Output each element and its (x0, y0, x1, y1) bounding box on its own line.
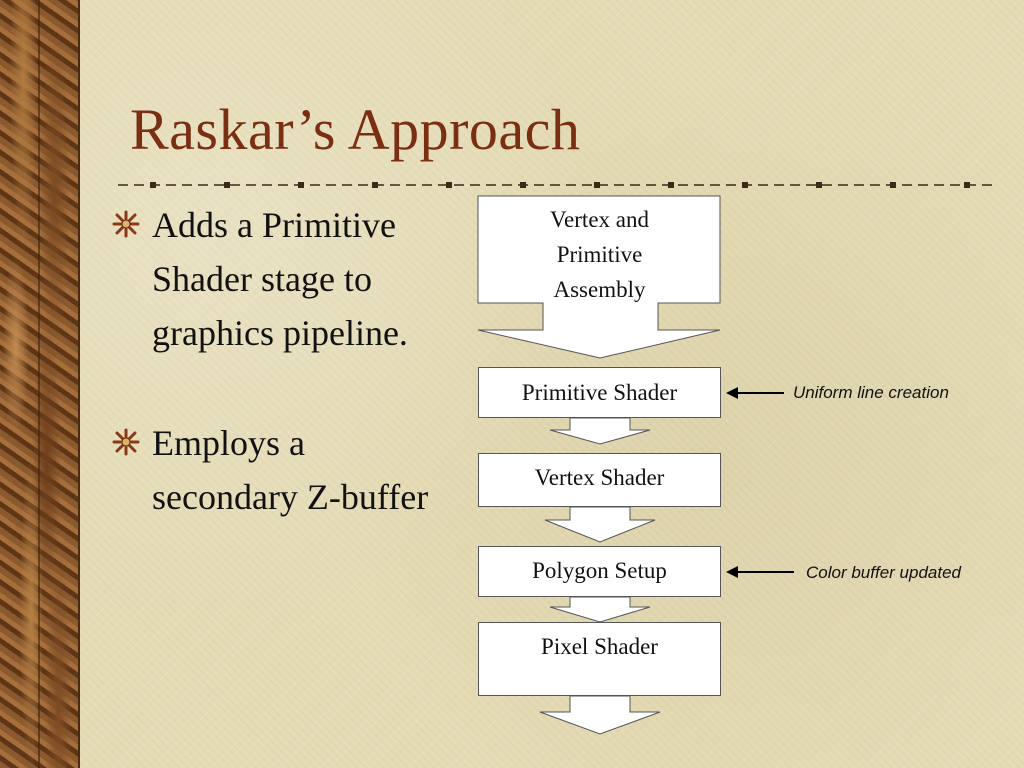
arrowhead-icon (726, 387, 738, 399)
sparkle-bullet-icon (112, 210, 140, 238)
flow-arrow (539, 695, 661, 735)
stage-vertex-shader: Vertex Shader (478, 453, 721, 507)
annotation-color-buffer-updated: Color buffer updated (806, 563, 961, 582)
slide-title: Raskar’s Approach (130, 97, 581, 162)
flow-arrow (544, 506, 656, 543)
stage-primitive-shader: Primitive Shader (478, 367, 721, 418)
stage-pixel-shader: Pixel Shader (478, 622, 721, 696)
title-divider (118, 182, 993, 188)
arrowhead-icon (726, 566, 738, 578)
sparkle-bullet-icon (112, 428, 140, 456)
annotation-uniform-line-creation: Uniform line creation (793, 383, 949, 402)
bullet-list: Adds a Primitive Shader stage to graphic… (112, 198, 452, 524)
bullet-item: Adds a Primitive Shader stage to graphic… (112, 198, 452, 360)
flow-arrow (477, 195, 721, 359)
bullet-text: Adds a Primitive Shader stage to graphic… (152, 205, 408, 353)
flow-arrow (549, 596, 651, 623)
bullet-text: Employs a secondary Z-buffer (152, 423, 429, 517)
stage-vertex-primitive-assembly: Vertex and Primitive Assembly (550, 207, 649, 302)
bullet-item: Employs a secondary Z-buffer (112, 416, 452, 524)
decorative-wood-strip (0, 0, 80, 768)
stage-polygon-setup: Polygon Setup (478, 546, 721, 597)
flow-arrow (549, 417, 651, 445)
